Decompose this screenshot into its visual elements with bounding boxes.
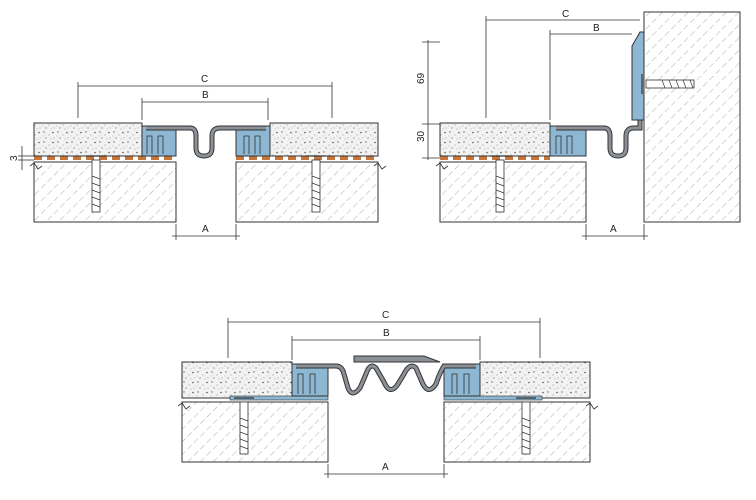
dimension-b-label: B [202,90,209,101]
dimension-c-label: C [562,9,569,20]
dimension-thickness-label: 3 [9,155,20,161]
dimension-height-upper-label: 69 [416,72,427,84]
substrate-left [181,401,329,463]
anchor-bolt [516,397,536,455]
dimension-b-label: B [383,328,390,339]
blue-profile-right [443,363,481,397]
substrate-right [443,401,591,463]
wall [643,11,741,223]
cover-plate [353,355,441,363]
break-line [435,162,449,170]
screed-right [269,122,379,157]
dimension-b [291,336,481,360]
dimension-a-label: A [382,462,389,473]
dimension-c [77,82,333,118]
detail-floor-joint-wide: C B A [177,310,599,478]
dimension-b-label: B [593,23,600,34]
dimension-a-label: A [610,224,617,235]
screed-left [181,361,293,399]
metal-seal-fill [556,46,642,158]
dimension-thickness [18,146,34,170]
dimension-b [141,98,269,120]
substrate-left [33,161,177,223]
substrate-right [235,161,379,223]
profile-teeth [297,373,470,394]
dimension-c [227,318,541,358]
screed-left [33,122,143,157]
blue-strip [229,395,329,401]
blue-strip [443,395,543,401]
blue-profile-wall [631,31,645,121]
detail-wall-joint: C B 69 30 A [416,9,741,240]
detail-floor-joint-left: C B A 3 [9,74,387,240]
dimension-a [172,224,240,240]
dimension-c-label: C [382,310,389,321]
break-line [177,402,191,410]
metal-seal-fill [296,364,476,395]
anchor-bolt [306,155,326,213]
anchor-bolt [234,397,254,455]
substrate-floor [439,161,587,223]
profile-teeth [555,135,573,154]
dimension-height-lower-label: 30 [416,130,427,142]
break-line [29,162,43,170]
blue-profile-left [141,125,177,157]
dimension-a-label: A [202,224,209,235]
break-line [585,402,599,410]
dimension-a [582,224,648,240]
blue-profile-right [235,125,271,157]
dimension-a [324,464,448,478]
dimension-b [549,30,632,120]
screed-floor [439,122,551,157]
break-line [373,162,387,170]
profile-teeth [146,135,261,154]
anchor-bolt [86,155,106,213]
wall-anchor-bolt [641,74,695,94]
anchor-bolt [490,155,510,213]
screed-right [479,361,591,399]
dimension-c [485,16,640,118]
dimension-c-label: C [201,74,208,85]
metal-seal-fill [146,126,266,158]
dimension-height [422,40,440,160]
